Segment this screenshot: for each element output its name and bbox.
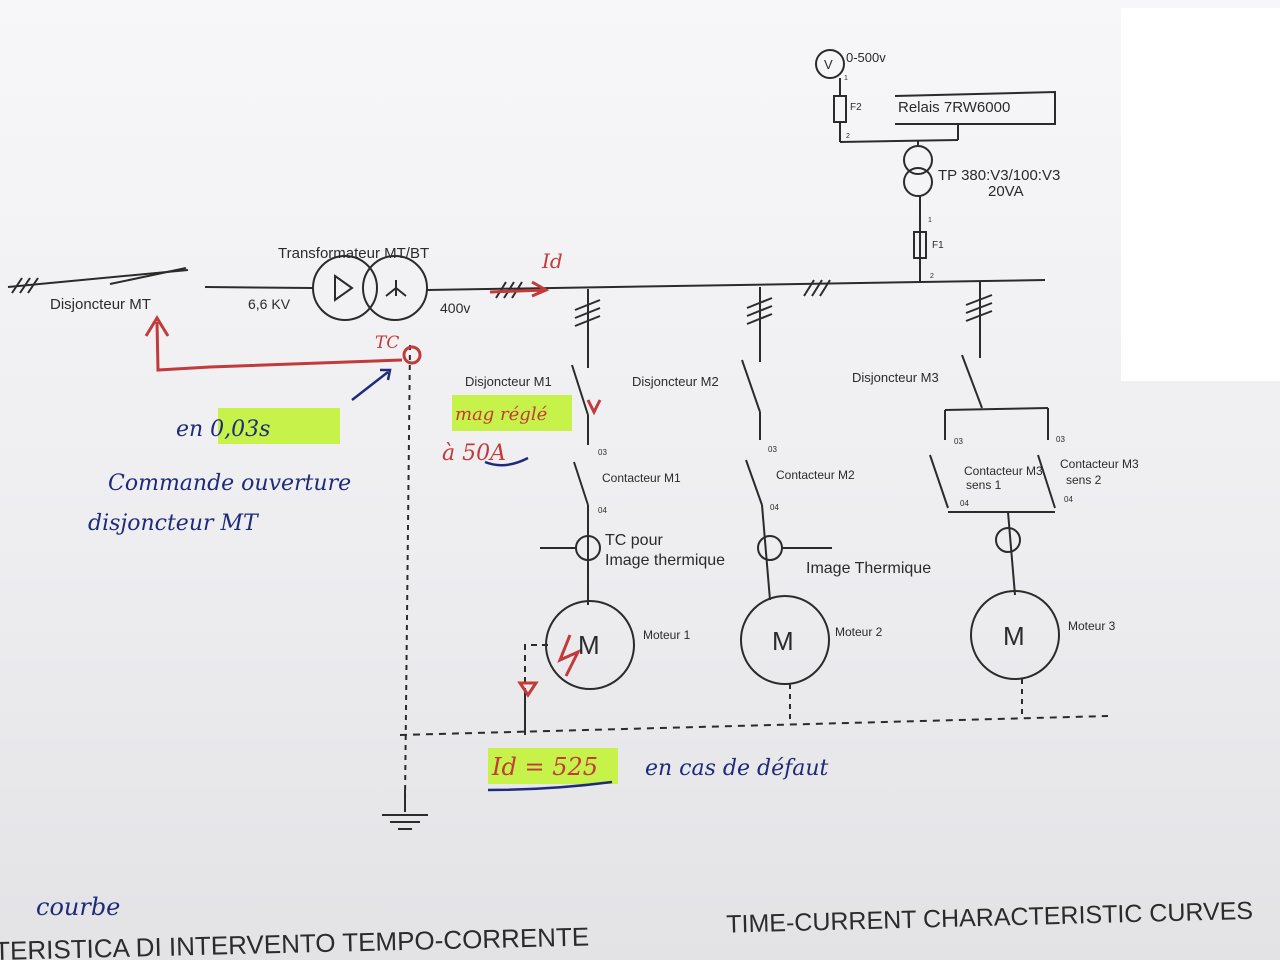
- m2-code-04: 04: [770, 503, 779, 512]
- mag-value-note: à 50A: [442, 441, 506, 466]
- terminal-1a: 1: [844, 75, 848, 82]
- tc-label-1: TC pour: [605, 532, 663, 549]
- fault-current-arrow-label: Id: [541, 249, 563, 273]
- m3b-code-04: 04: [1064, 495, 1073, 504]
- transformer-label: Transformateur MT/BT: [278, 245, 429, 262]
- command-note-1: Commande ouverture: [108, 471, 351, 496]
- breaker-mt-label: Disjoncteur MT: [50, 296, 151, 313]
- terminal-2b: 2: [930, 273, 934, 280]
- wiring: [7, 49, 1060, 735]
- tp-label-1: TP 380:V3/100:V3: [938, 167, 1060, 184]
- motor1-symbol: M: [578, 630, 600, 660]
- trip-command-path: [144, 280, 602, 698]
- trip-time-note: en 0,03s: [176, 417, 270, 442]
- bottom-title-english: TIME-CURRENT CHARACTERISTIC CURVES: [726, 897, 1253, 939]
- m3a-code-04: 04: [960, 499, 969, 508]
- tp-label-2: 20VA: [988, 183, 1024, 200]
- motor3-symbol: M: [1003, 621, 1025, 651]
- voltmeter-symbol: V: [824, 57, 833, 72]
- terminal-2a: 2: [846, 133, 850, 140]
- voltage-mt-label: 6,6 KV: [248, 296, 291, 312]
- curve-note: courbe: [36, 893, 120, 921]
- contactor-m3b-label: Contacteur M3: [1060, 457, 1139, 471]
- m2-code-03: 03: [768, 445, 777, 454]
- tc-label-2: Image thermique: [605, 552, 725, 569]
- fuse-f1-label: F1: [932, 240, 944, 251]
- mag-setting-note: mag réglé: [455, 404, 548, 425]
- breaker-m3-label: Disjoncteur M3: [852, 370, 939, 385]
- m1-code-03: 03: [598, 448, 607, 457]
- handwriting-strokes: [351, 368, 613, 792]
- breaker-m1-label: Disjoncteur M1: [465, 374, 552, 389]
- tc-handwritten: TC: [375, 333, 399, 353]
- contactor-m3b-sub: sens 2: [1066, 473, 1102, 487]
- fuse-f2-label: F2: [850, 102, 862, 113]
- relay-label: Relais 7RW6000: [898, 99, 1010, 116]
- fault-current-value: Id = 525: [491, 753, 598, 781]
- voltmeter-range: 0-500v: [846, 50, 886, 65]
- breaker-m2-label: Disjoncteur M2: [632, 374, 719, 389]
- motor2-symbol: M: [772, 626, 794, 656]
- terminal-1b: 1: [928, 217, 932, 224]
- highlight-fault: [488, 748, 618, 784]
- bottom-title-italian: TERISTICA DI INTERVENTO TEMPO-CORRENTE: [0, 921, 590, 960]
- motor3-label: Moteur 3: [1068, 619, 1116, 633]
- voltage-bt-label: 400v: [440, 300, 470, 316]
- white-patch: [1121, 8, 1280, 381]
- contactor-m3a-sub: sens 1: [966, 478, 1002, 492]
- image-thermique-label: Image Thermique: [806, 560, 931, 577]
- contactor-m3a-label: Contacteur M3: [964, 464, 1043, 478]
- earth-lines: [382, 344, 1109, 830]
- contactor-m1-label: Contacteur M1: [602, 471, 681, 485]
- command-note-2: disjoncteur MT: [88, 511, 260, 536]
- m3b-code-03: 03: [1056, 435, 1065, 444]
- m3a-code-03: 03: [954, 437, 963, 446]
- motor1-label: Moteur 1: [643, 628, 691, 642]
- motor2-label: Moteur 2: [835, 625, 883, 639]
- highlight-time: [218, 408, 340, 444]
- fault-note: en cas de défaut: [645, 756, 829, 781]
- contactor-m2-label: Contacteur M2: [776, 468, 855, 482]
- m1-code-04: 04: [598, 506, 607, 515]
- highlight-mag: [452, 395, 572, 431]
